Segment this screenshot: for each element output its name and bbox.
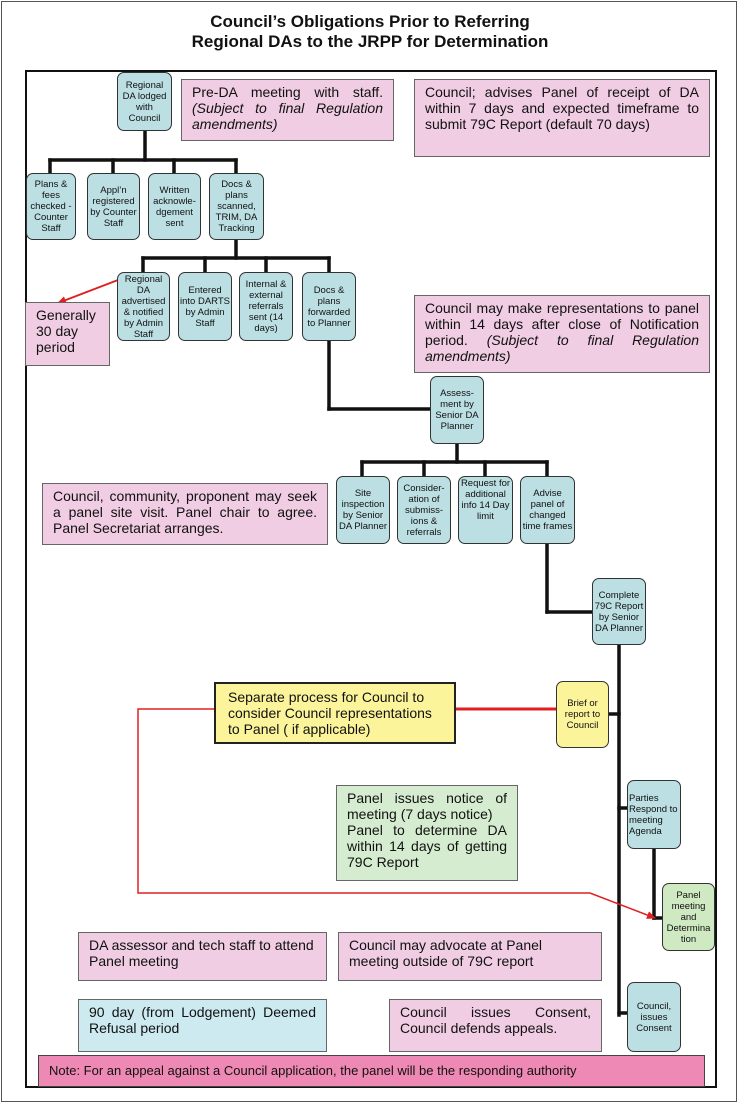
node-da-lodged: Regional DA lodged with Council	[117, 72, 172, 131]
note-text: 90 day (from Lodgement) Deemed Refusal p…	[89, 1004, 316, 1036]
note-site-visit: Council, community, proponent may seek a…	[42, 483, 328, 545]
node-complete-79c: Complete 79C Report by Senior DA Planner	[592, 578, 646, 645]
node-entered-darts: Entered into DARTS by Admin Staff	[178, 272, 232, 341]
diagram-border	[25, 70, 717, 1088]
node-label: Council, issues Consent	[636, 1000, 672, 1034]
node-brief-council: Brief or report to Council	[556, 681, 609, 748]
node-label: Assess-ment by Senior DA Planner	[435, 388, 479, 432]
arrow-to-panel-meeting	[137, 708, 656, 919]
node-label: Brief or report to Council	[564, 698, 601, 731]
note-text: DA assessor and tech staff to attend Pan…	[89, 937, 314, 969]
note-text: Council, community, proponent may seek a…	[53, 488, 317, 536]
footer-note: Note: For an appeal against a Council ap…	[38, 1055, 705, 1087]
node-request-info: Request for additional info 14 Day limit	[458, 476, 513, 544]
note-advises-panel: Council; advises Panel of receipt of DA …	[414, 79, 710, 157]
note-issues-consent: Council issues Consent, Council defends …	[389, 999, 602, 1052]
note-deemed-refusal: 90 day (from Lodgement) Deemed Refusal p…	[78, 999, 327, 1052]
node-label: Request for additional info 14 Day limit	[460, 478, 511, 522]
note-text: Panel issues notice of meeting (7 days n…	[347, 790, 507, 822]
note-panel-notice: Panel issues notice of meeting (7 days n…	[336, 785, 518, 881]
note-text: Council may make representations to pane…	[425, 300, 699, 348]
node-label: Regional DA advertised & notified by Adm…	[121, 274, 166, 340]
node-label: Entered into DARTS by Admin Staff	[180, 284, 230, 329]
node-issues-consent: Council, issues Consent	[627, 982, 681, 1052]
node-referrals: Internal & external referrals sent (14 d…	[239, 272, 293, 341]
node-docs-scanned: Docs & plans scanned, TRIM, DA Tracking	[209, 173, 264, 240]
node-label: Parties Respond to meeting Agenda	[629, 792, 678, 837]
note-text: Pre-DA meeting with staff.	[192, 84, 383, 100]
note-representations: Council may make representations to pane…	[414, 295, 710, 373]
note-separate-process: Separate process for Council to consider…	[214, 682, 456, 744]
node-parties-respond: Parties Respond to meeting Agenda	[627, 780, 681, 849]
note-italic: (Subject to final Regulation amendments)	[192, 100, 383, 132]
node-label: Docs & plans forwarded to Planner	[307, 284, 351, 329]
node-label: Docs & plans scanned, TRIM, DA Tracking	[215, 179, 258, 234]
node-appln-registered: Appl’n registered by Counter Staff	[87, 173, 140, 240]
node-written-ack: Written acknowle-dgement sent	[148, 173, 201, 240]
node-docs-forwarded: Docs & plans forwarded to Planner	[302, 272, 356, 341]
note-text: Panel to determine DA within 14 days of …	[347, 822, 507, 870]
page-title: Council’s Obligations Prior to Referring…	[0, 12, 740, 52]
note-text: Separate process for Council to consider…	[228, 689, 432, 737]
node-label: Panel meeting and Determina tion	[666, 889, 711, 945]
node-advise-panel: Advise panel of changed time frames	[520, 476, 575, 544]
note-advocate: Council may advocate at Panel meeting ou…	[338, 932, 602, 981]
node-label: Appl’n registered by Counter Staff	[90, 184, 137, 229]
note-generally: Generally 30 day period	[25, 302, 110, 366]
node-label: Site inspection by Senior DA Planner	[338, 488, 388, 532]
node-label: Complete 79C Report by Senior DA Planner	[594, 589, 644, 634]
node-assessment: Assess-ment by Senior DA Planner	[430, 376, 484, 444]
note-assessor: DA assessor and tech staff to attend Pan…	[78, 932, 327, 981]
node-label: Internal & external referrals sent (14 d…	[245, 279, 287, 334]
title-line-2: Regional DAs to the JRPP for Determinati…	[191, 32, 549, 51]
footer-text: Note: For an appeal against a Council ap…	[49, 1063, 577, 1078]
node-site-inspection: Site inspection by Senior DA Planner	[336, 476, 390, 544]
node-label: Regional DA lodged with Council	[122, 79, 167, 124]
node-label: Written acknowle-dgement sent	[153, 184, 196, 229]
node-da-advertised: Regional DA advertised & notified by Adm…	[117, 272, 170, 341]
node-label: Consider-ation of submiss-ions & referra…	[403, 482, 445, 538]
node-label: Advise panel of changed time frames	[522, 488, 573, 532]
note-italic: (Subject to final Regulation amendments)	[425, 332, 700, 364]
note-pre-da: Pre-DA meeting with staff. (Subject to f…	[181, 79, 394, 141]
node-panel-meeting: Panel meeting and Determina tion	[662, 883, 715, 951]
node-plans-fees: Plans & fees checked - Counter Staff	[26, 173, 76, 240]
title-line-1: Council’s Obligations Prior to Referring	[210, 12, 530, 31]
node-label: Plans & fees checked - Counter Staff	[30, 179, 72, 234]
note-text: Council; advises Panel of receipt of DA …	[425, 84, 699, 132]
arrow-to-generally	[57, 279, 119, 304]
note-text: Council issues Consent, Council defends …	[400, 1004, 591, 1036]
node-consideration: Consider-ation of submiss-ions & referra…	[397, 476, 451, 544]
note-text: Council may advocate at Panel meeting ou…	[349, 937, 542, 969]
note-text: Generally 30 day period	[36, 307, 96, 355]
